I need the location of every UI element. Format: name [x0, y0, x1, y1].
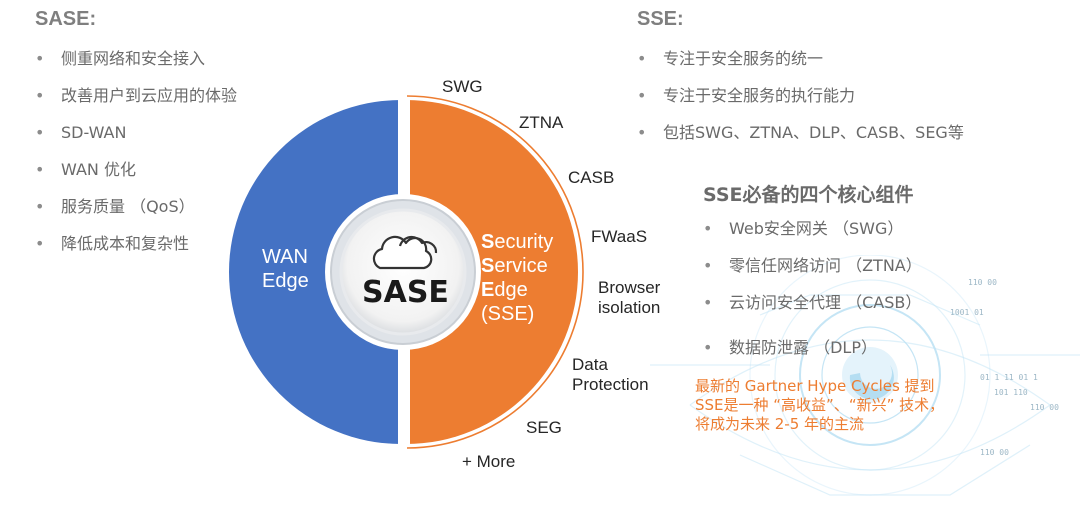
bullet-icon: • — [35, 160, 45, 179]
diagram-shapes — [229, 94, 584, 450]
list-item: •侧重网络和安全接入 — [35, 49, 206, 68]
center-label: SASE — [362, 275, 449, 310]
tech-eye-decoration: 110 00 1001 01 01 1 11 01 1 101 110 110 … — [650, 255, 1080, 496]
components-bullet-list: •Web安全网关 （SWG） •零信任网络访问 （ZTNA） •云访问安全代理 … — [703, 218, 922, 374]
sse-half — [406, 100, 578, 444]
binary-text: 101 110 — [994, 388, 1028, 397]
bullet-icon: • — [703, 293, 713, 312]
arc-label-casb: CASB — [568, 168, 615, 187]
cloud-icon — [372, 235, 438, 270]
arc-label-seg: SEG — [526, 418, 562, 437]
bullet-icon: • — [35, 49, 45, 68]
note-line: SSE是一种 “高收益”、“新兴” 技术， — [695, 396, 945, 414]
list-item: •专注于安全服务的统一 — [637, 49, 824, 68]
bullet-icon: • — [35, 197, 45, 216]
sse-label: Security Service Edge (SSE) — [481, 231, 554, 325]
sse-title: SSE: — [637, 8, 684, 30]
sase-title: SASE: — [35, 8, 97, 30]
arc-label-browser-isolation: Browser isolation — [598, 278, 661, 317]
list-item: •云访问安全代理 （CASB） — [703, 293, 922, 312]
bullet-icon: • — [637, 86, 647, 105]
list-item: •服务质量 （QoS） — [35, 197, 195, 216]
sse-bullet-list: •专注于安全服务的统一 •专注于安全服务的执行能力 •包括SWG、ZTNA、DL… — [637, 48, 964, 159]
note-line: 将成为未来 2-5 年的主流 — [695, 415, 865, 433]
bullet-icon: • — [35, 123, 45, 142]
arc-label-more: + More — [462, 452, 516, 471]
bullet-icon: • — [703, 219, 713, 238]
bullet-icon: • — [637, 123, 647, 142]
binary-text: 110 00 — [1030, 403, 1059, 412]
arc-label-ztna: ZTNA — [519, 113, 564, 132]
note-line: 最新的 Gartner Hype Cycles 提到 — [695, 377, 935, 395]
sase-diagram: SASE WAN Edge Security Service Edge (SSE… — [220, 60, 690, 521]
list-item: •专注于安全服务的执行能力 — [637, 86, 856, 105]
binary-text: 110 00 — [980, 448, 1009, 457]
binary-text: 1001 01 — [950, 308, 984, 317]
list-item: •改善用户到云应用的体验 — [35, 86, 238, 105]
list-item: •WAN 优化 — [35, 160, 136, 179]
wan-edge-half — [229, 100, 401, 444]
binary-text: 01 1 11 01 1 — [980, 373, 1038, 382]
list-item: •SD-WAN — [35, 123, 127, 142]
wan-edge-label: WAN Edge — [262, 246, 309, 292]
arc-label-data-protection: Data Protection — [572, 355, 649, 394]
bullet-icon: • — [703, 338, 713, 357]
components-title: SSE必备的四个核心组件 — [703, 184, 914, 206]
bullet-icon: • — [637, 49, 647, 68]
bullet-icon: • — [35, 234, 45, 253]
binary-text: 110 00 — [968, 278, 997, 287]
list-item: •降低成本和复杂性 — [35, 234, 190, 253]
arc-label-fwaas: FWaaS — [591, 227, 648, 246]
list-item: •包括SWG、ZTNA、DLP、CASB、SEG等 — [637, 123, 964, 142]
list-item: •数据防泄露 （DLP） — [703, 338, 877, 357]
sase-bullet-list: •侧重网络和安全接入 •改善用户到云应用的体验 •SD-WAN •WAN 优化 … — [35, 48, 237, 270]
bullet-icon: • — [703, 256, 713, 275]
bullet-icon: • — [35, 86, 45, 105]
arc-label-swg: SWG — [442, 77, 483, 96]
list-item: •Web安全网关 （SWG） — [703, 219, 904, 238]
list-item: •零信任网络访问 （ZTNA） — [703, 256, 922, 275]
gartner-note: 最新的 Gartner Hype Cycles 提到 SSE是一种 “高收益”、… — [695, 377, 944, 434]
